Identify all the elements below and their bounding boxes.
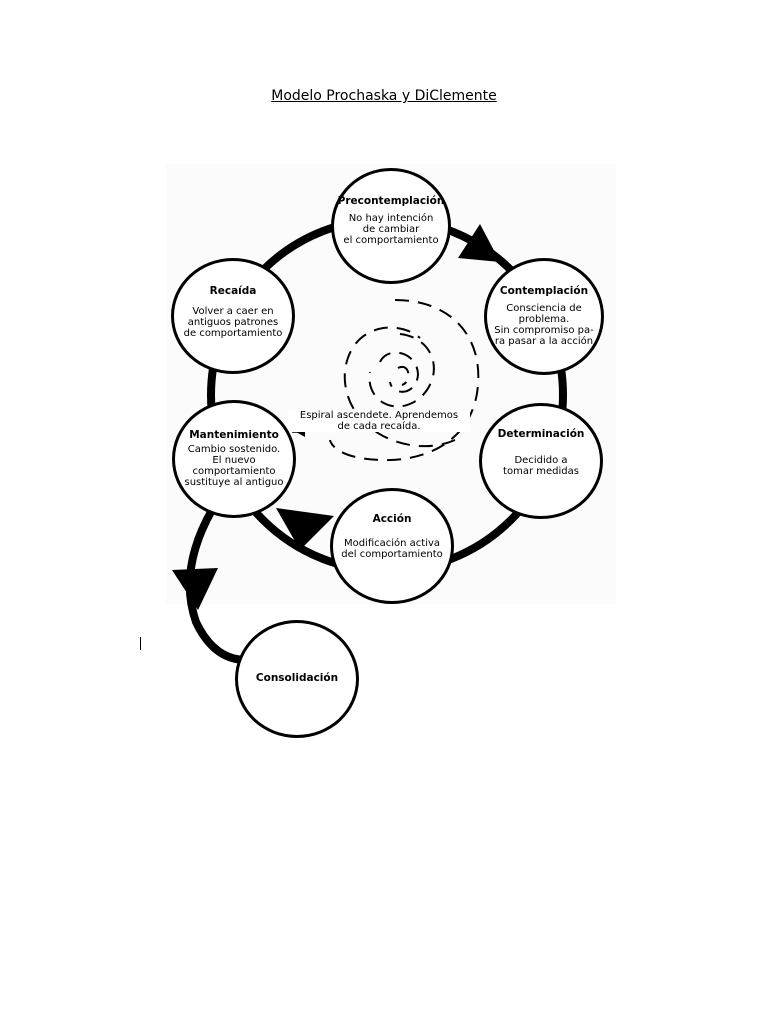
stage-determinacion: Determinación Decidido a tomar medidas: [479, 403, 603, 519]
stage-precontemplacion-description: No hay intención de cambiar el comportam…: [343, 213, 439, 246]
stage-mantenimiento: Mantenimiento Cambio sostenido. El nuevo…: [172, 400, 296, 518]
stage-contemplacion: Contemplación Consciencia de problema. S…: [484, 258, 604, 375]
stage-accion-description: Modificación activa del comportamiento: [341, 538, 443, 560]
spiral-caption: Espiral ascendete. Aprendemos de cada re…: [288, 410, 470, 432]
stage-recaida-title: Recaída: [209, 285, 257, 297]
stage-accion-title: Acción: [372, 513, 412, 525]
arrow-accion-mantenimiento: [276, 508, 334, 550]
stage-mantenimiento-title: Mantenimiento: [189, 429, 279, 441]
ascending-spiral: [329, 299, 480, 462]
arrow-precontemplacion-contemplacion: [458, 224, 500, 262]
stage-precontemplacion-title: Precontemplación: [337, 195, 445, 207]
text-cursor: [140, 637, 141, 650]
stage-mantenimiento-description: Cambio sostenido. El nuevo comportamient…: [184, 444, 284, 488]
stage-determinacion-title: Determinación: [497, 428, 585, 440]
stage-consolidacion: Consolidación: [235, 620, 359, 738]
stage-recaida: Recaída Volver a caer en antiguos patron…: [171, 258, 295, 374]
stage-precontemplacion: Precontemplación No hay intención de cam…: [331, 168, 451, 284]
stage-contemplacion-description: Consciencia de problema. Sin compromiso …: [494, 303, 594, 347]
stage-contemplacion-title: Contemplación: [499, 285, 589, 297]
stage-accion: Acción Modificación activa del comportam…: [330, 488, 454, 604]
stage-determinacion-description: Decidido a tomar medidas: [503, 455, 579, 477]
page-title: Modelo Prochaska y DiClemente: [271, 88, 497, 104]
stage-recaida-description: Volver a caer en antiguos patrones de co…: [183, 306, 283, 339]
arrow-mantenimiento-consolidacion: [172, 568, 218, 610]
stage-consolidacion-title: Consolidación: [255, 672, 339, 684]
consolidation-path: [185, 508, 247, 664]
